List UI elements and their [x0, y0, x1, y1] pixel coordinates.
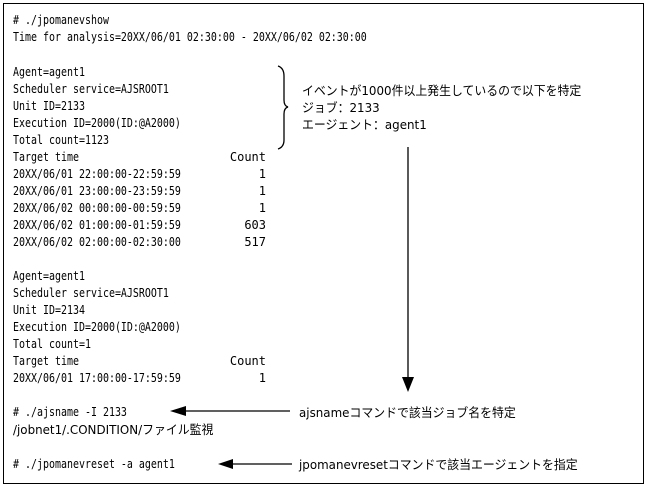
table-row: 20XX/06/02 00:00:00-00:59:59	[13, 201, 181, 215]
time-for-analysis: Time for analysis=20XX/06/01 02:30:00 - …	[13, 30, 367, 44]
row-count: 517	[244, 235, 266, 249]
annotation-note-line2: ジョブ：2133	[302, 100, 380, 115]
block1-unit-id: Unit ID=2133	[13, 99, 85, 113]
annotation-jpomanevreset: jpomanevresetコマンドで該当エージェントを指定	[299, 457, 578, 472]
block2-unit-id: Unit ID=2134	[13, 303, 85, 317]
annotation-note-line3: エージェント：agent1	[302, 117, 427, 132]
block2-execution-id: Execution ID=2000(ID:@A2000)	[13, 320, 181, 334]
command-jpomanevshow: # ./jpomanevshow	[13, 13, 109, 27]
row-count: 1	[258, 371, 266, 385]
table-row: 20XX/06/02 01:00:00-01:59:59	[13, 218, 181, 232]
ajsname-result: /jobnet1/.CONDITION/ファイル監視	[13, 422, 214, 437]
row-count: 1	[258, 201, 266, 215]
command-ajsname: # ./ajsname -I 2133	[13, 405, 127, 419]
block1-agent: Agent=agent1	[13, 65, 85, 79]
block2-total-count: Total count=1	[13, 337, 91, 351]
block2-scheduler-service: Scheduler service=AJSROOT1	[13, 286, 169, 300]
table-row: 20XX/06/02 02:00:00-02:30:00	[13, 235, 181, 249]
command-jpomanevreset: # ./jpomanevreset -a agent1	[13, 457, 175, 471]
left-arrow-ajsname-icon	[170, 406, 290, 416]
annotation-ajsname: ajsnameコマンドで該当ジョブ名を特定	[299, 405, 516, 420]
block1-total-count: Total count=1123	[13, 133, 109, 147]
block2-header-count: Count	[229, 354, 266, 368]
block1-execution-id: Execution ID=2000(ID:@A2000)	[13, 116, 181, 130]
table-row: 20XX/06/01 17:00:00-17:59:59	[13, 371, 181, 385]
left-arrow-jpomanevreset-icon	[218, 459, 292, 469]
terminal-frame	[3, 3, 644, 484]
block1-header-target-time: Target time	[13, 150, 79, 164]
right-brace-icon	[277, 65, 289, 150]
block1-header-count: Count	[229, 150, 266, 164]
down-arrow-icon	[402, 147, 414, 392]
annotation-note-line1: イベントが1000件以上発生しているので以下を特定	[302, 83, 582, 98]
block2-agent: Agent=agent1	[13, 269, 85, 283]
row-count: 1	[258, 167, 266, 181]
block1-scheduler-service: Scheduler service=AJSROOT1	[13, 82, 169, 96]
block2-header-target-time: Target time	[13, 354, 79, 368]
table-row: 20XX/06/01 22:00:00-22:59:59	[13, 167, 181, 181]
row-count: 1	[258, 184, 266, 198]
table-row: 20XX/06/01 23:00:00-23:59:59	[13, 184, 181, 198]
row-count: 603	[244, 218, 266, 232]
